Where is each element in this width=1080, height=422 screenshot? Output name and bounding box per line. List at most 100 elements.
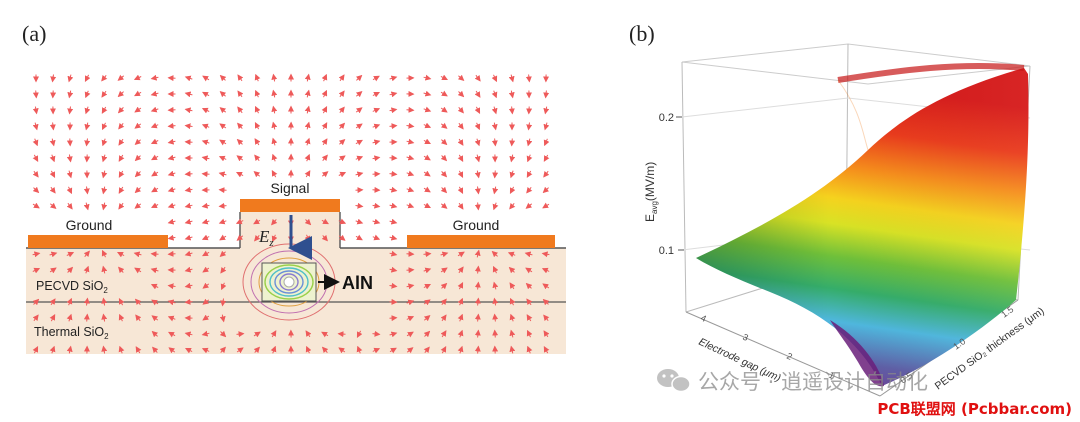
field-arrow [49,298,56,306]
field-arrow [101,313,108,322]
field-arrow [491,138,498,147]
field-arrow [372,347,381,354]
field-arrow [440,170,448,178]
field-arrow [151,299,159,306]
field-arrow [101,297,108,306]
field-arrow [305,330,312,338]
field-arrow [118,186,125,194]
field-arrow [67,90,74,99]
field-arrow [440,314,447,322]
field-arrow [355,123,363,130]
aln-label: AlN [342,273,373,293]
field-arrow [134,106,142,113]
field-arrow [271,170,278,178]
thermal-sio2-layer [26,302,566,354]
field-arrow [372,330,381,337]
field-arrow [32,170,39,178]
field-arrow [440,202,448,209]
field-arrow [219,314,226,323]
field-arrow [202,75,210,82]
field-arrow [474,122,481,131]
field-arrow [117,90,125,98]
field-arrow [134,202,142,209]
field-arrow [118,298,125,306]
field-arrow [509,138,516,147]
field-arrow [440,298,447,306]
field-arrow [201,330,210,337]
field-arrow [406,186,415,193]
field-arrow [372,75,380,82]
field-arrow [509,282,516,290]
field-arrow [509,297,516,306]
field-arrow [423,170,431,177]
field-arrow [440,346,447,354]
field-arrow [457,345,464,354]
field-arrow [84,106,91,115]
field-arrow [457,297,464,306]
field-arrow [254,105,261,114]
field-arrow [304,153,311,162]
field-arrow [423,330,431,338]
field-arrow [508,106,515,115]
field-arrow [253,218,261,225]
field-arrow [271,73,278,82]
field-arrow [49,267,57,274]
field-arrow [526,329,533,338]
field-arrows [32,73,550,354]
field-arrow [543,106,550,115]
field-arrow [338,171,347,178]
field-arrow [254,89,261,98]
field-arrow [151,330,159,338]
field-arrow [525,282,533,290]
field-arrow [218,171,227,178]
field-arrow [84,74,91,82]
field-arrow [304,73,311,82]
field-arrow [457,329,464,338]
field-arrow [474,186,481,195]
field-arrow [254,73,261,82]
field-arrow [135,314,142,322]
field-arrow [83,202,90,211]
field-arrow [474,329,481,338]
field-arrow [423,251,432,258]
field-arrow [237,122,244,130]
field-arrow [271,89,278,98]
field-arrow [236,155,244,162]
z-tick-0.1: 0.1 [659,245,674,257]
field-arrow [236,331,245,338]
field-arrow [66,202,73,210]
field-arrow [202,282,210,289]
field-arrow [236,138,244,146]
field-arrow [184,202,193,209]
field-arrow [101,106,108,114]
field-arrow [492,281,499,290]
field-arrow [355,234,363,241]
field-arrow [304,137,311,146]
field-arrow [184,298,193,305]
field-arrow [304,170,311,178]
field-arrow [118,138,125,146]
field-arrow [474,281,481,290]
field-arrow [150,267,159,274]
field-arrow [184,331,193,338]
field-arrow [389,331,398,338]
field-arrow [406,315,415,322]
field-arrow [84,122,91,131]
field-arrow [372,155,381,162]
field-arrow [541,267,550,274]
field-arrow [492,170,499,179]
field-arrow [151,154,159,161]
field-arrow [184,250,193,257]
field-arrow [372,91,380,98]
field-arrow [321,106,328,114]
field-arrow [151,170,159,177]
field-arrow [406,138,415,145]
field-arrow [101,122,108,131]
x-tick-2: 2 [785,351,794,362]
field-arrow [202,91,210,98]
field-arrow [84,90,91,99]
field-arrow [134,186,142,194]
field-arrow [355,107,363,114]
field-arrow [491,122,498,131]
field-arrow [219,91,227,98]
